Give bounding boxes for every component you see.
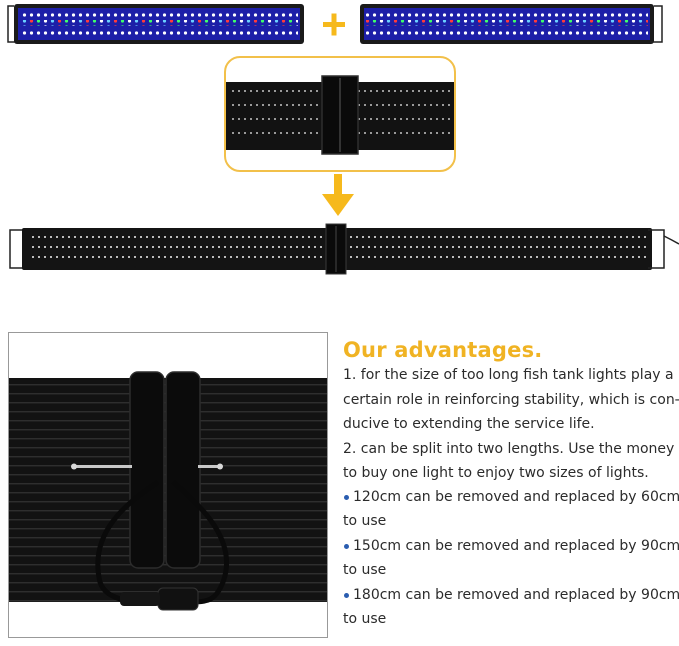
down-arrow-icon <box>322 174 354 216</box>
advantage-line-1: 1. for the size of too long fish tank li… <box>343 367 674 383</box>
advantage-line-5: to buy one light to enjoy two sizes of l… <box>343 465 649 481</box>
top-led-lights <box>7 4 663 44</box>
advantages-title: Our advantages. <box>343 338 543 362</box>
bullet-icon <box>344 592 349 598</box>
bullet-item-1: 120cm can be removed and replaced by 60c… <box>343 489 679 505</box>
bullet-icon <box>344 543 349 549</box>
bullet-item-2: 150cm can be removed and replaced by 90c… <box>343 538 679 554</box>
connector-zoom <box>224 56 456 172</box>
bullet-item-2-cont: to use <box>343 562 387 578</box>
bullet-item-1-cont: to use <box>343 513 387 529</box>
advantage-line-2: certain role in reinforcing stability, w… <box>343 392 679 408</box>
bullet-item-3: 180cm can be removed and replaced by 90c… <box>343 587 679 603</box>
bullet-icon <box>344 494 349 500</box>
advantage-line-3: ducive to extending the service life. <box>343 416 595 432</box>
left-led-light <box>7 4 304 44</box>
connector-photo <box>8 332 328 638</box>
plus-icon <box>323 13 345 36</box>
advantage-line-4: 2. can be split into two lengths. Use th… <box>343 441 675 457</box>
combined-led-light <box>9 223 679 275</box>
right-led-light <box>360 4 663 44</box>
bullet-item-3-cont: to use <box>343 611 387 627</box>
